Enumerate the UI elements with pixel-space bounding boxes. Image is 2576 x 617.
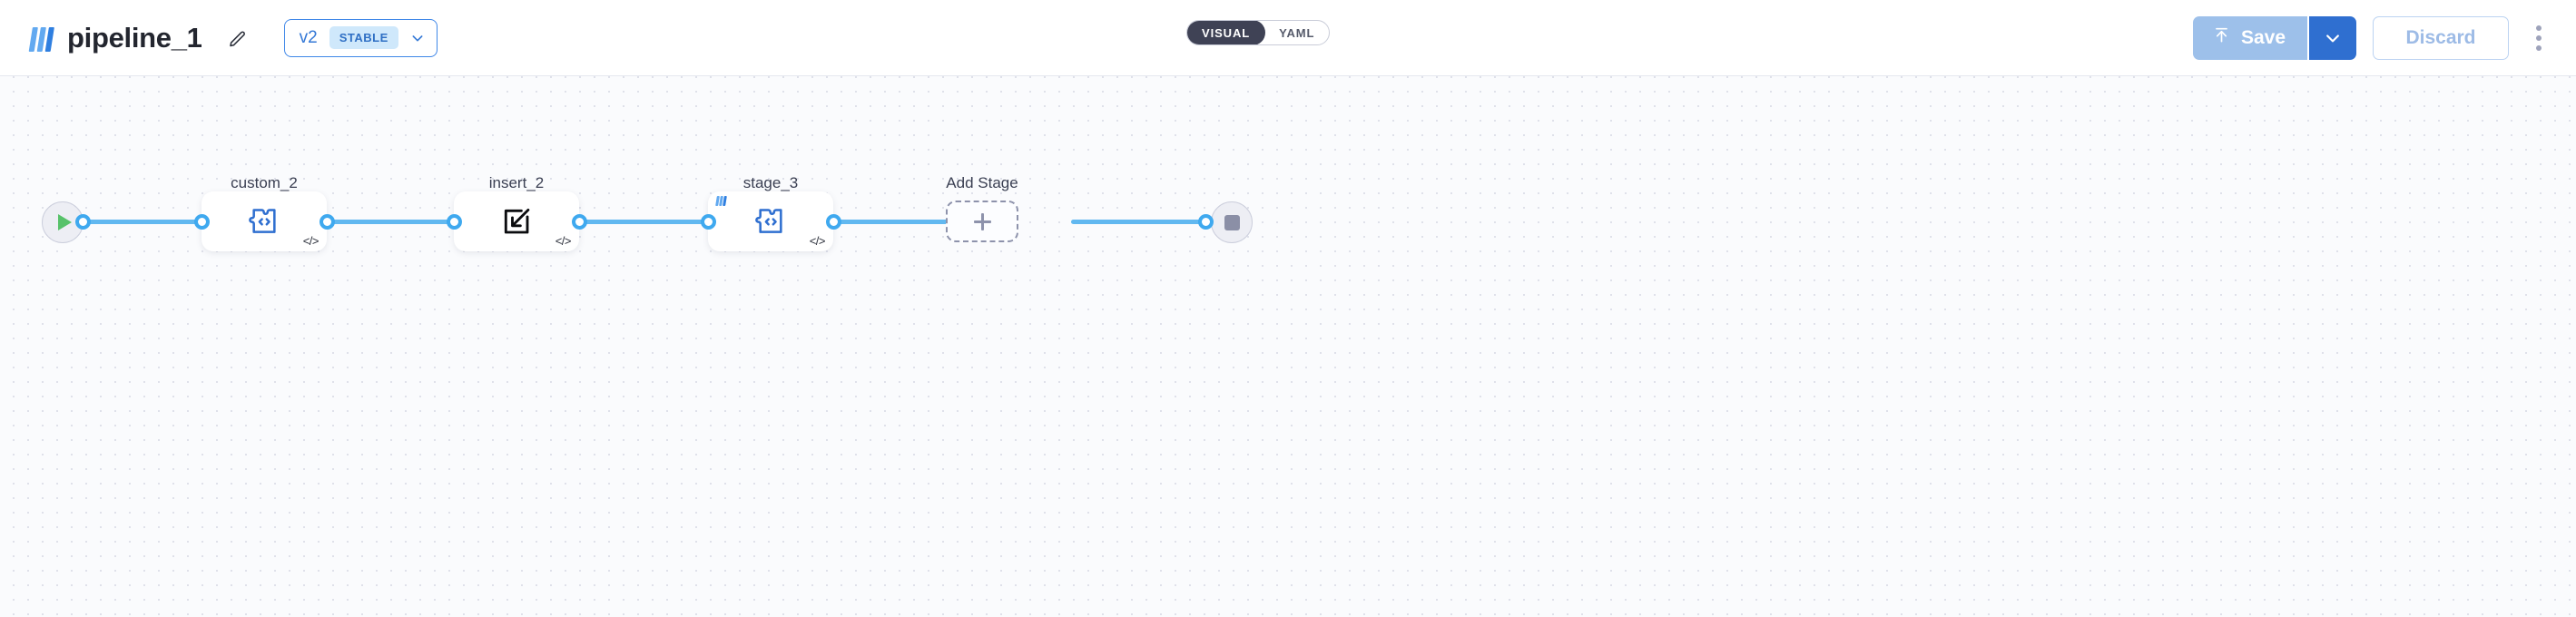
node-custom-2[interactable]: </> — [202, 191, 327, 251]
code-badge: </> — [302, 234, 320, 248]
node-stage-3[interactable]: </> — [708, 191, 833, 251]
stop-icon — [1224, 214, 1240, 230]
kebab-menu-icon[interactable] — [2525, 18, 2552, 58]
edge-addstage-to-end — [1071, 220, 1205, 224]
node-label-stage-3: stage_3 — [742, 174, 799, 191]
edge-insert2-to-stage3 — [579, 220, 708, 224]
save-dropdown-button[interactable] — [2307, 15, 2356, 60]
node-label-insert-2: insert_2 — [488, 174, 545, 191]
code-badge: </> — [555, 234, 572, 248]
node-insert-2[interactable]: </> — [454, 191, 579, 251]
view-mode-toggle: VISUAL YAML — [1186, 20, 1331, 45]
discard-button[interactable]: Discard — [2373, 15, 2509, 60]
toolbar-right-group: Save Discard — [2192, 15, 2552, 60]
end-node[interactable] — [1211, 201, 1253, 243]
add-stage-label: Add Stage — [946, 174, 1018, 191]
stacked-bars-badge-icon — [715, 196, 727, 206]
puzzle-code-icon — [755, 209, 782, 233]
tab-visual[interactable]: VISUAL — [1187, 21, 1266, 44]
port-custom2-in[interactable] — [194, 214, 210, 230]
stacked-bars-logo-icon — [28, 24, 55, 52]
save-button-group: Save — [2192, 15, 2356, 60]
toolbar-left-group: pipeline_1 v2 STABLE — [28, 18, 438, 57]
version-selector[interactable]: v2 STABLE — [283, 18, 438, 57]
port-custom2-out[interactable] — [320, 214, 335, 230]
pencil-icon[interactable] — [222, 23, 253, 54]
save-button[interactable]: Save — [2192, 15, 2307, 60]
edge-start-to-custom2 — [84, 220, 211, 224]
edge-custom2-to-insert2 — [325, 220, 454, 224]
code-badge: </> — [809, 234, 826, 248]
tab-yaml[interactable]: YAML — [1279, 25, 1315, 40]
port-insert2-out[interactable] — [572, 214, 587, 230]
chevron-down-icon — [410, 31, 425, 45]
port-stage3-out[interactable] — [826, 214, 841, 230]
upload-arrow-icon — [2213, 25, 2230, 50]
node-label-custom-2: custom_2 — [231, 174, 298, 191]
edge-stage3-to-addstage — [828, 220, 964, 224]
port-insert2-in[interactable] — [447, 214, 462, 230]
top-toolbar: pipeline_1 v2 STABLE VISUAL YAML — [0, 0, 2576, 76]
play-icon — [57, 214, 72, 230]
insert-into-box-icon — [504, 208, 530, 234]
port-end-in[interactable] — [1198, 214, 1214, 230]
puzzle-code-icon — [249, 209, 276, 233]
add-stage-button[interactable] — [946, 201, 1018, 242]
status-badge: STABLE — [329, 26, 398, 49]
port-start-out[interactable] — [75, 214, 91, 230]
port-stage3-in[interactable] — [701, 214, 716, 230]
pipeline-canvas[interactable]: </> custom_2 </> insert_2 — [0, 76, 2576, 617]
plus-icon-vertical — [980, 212, 984, 230]
pipeline-graph: </> custom_2 </> insert_2 — [0, 76, 2576, 617]
page-title: pipeline_1 — [67, 21, 202, 54]
version-label: v2 — [299, 27, 318, 47]
save-button-label: Save — [2240, 26, 2286, 48]
